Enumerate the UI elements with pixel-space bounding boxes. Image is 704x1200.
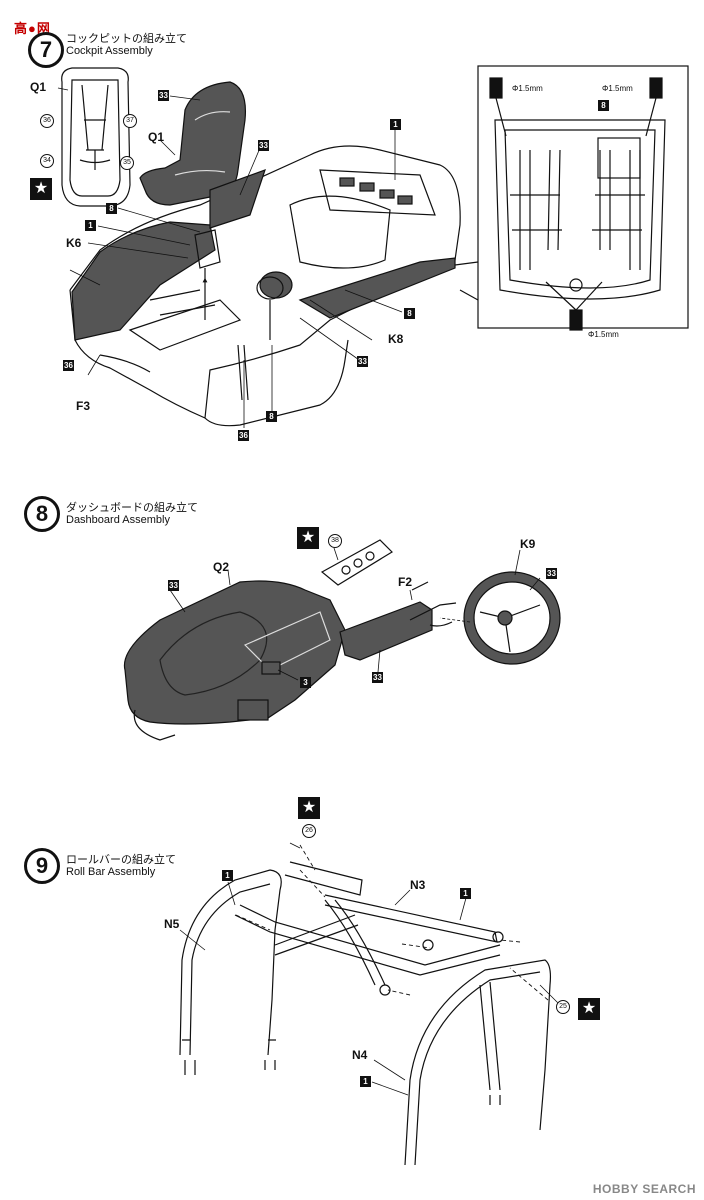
dashboard-detail	[133, 611, 331, 741]
step9-title-jp: ロールバーの組み立て	[66, 854, 176, 866]
color-box-8-bottom: 8	[266, 411, 277, 422]
color-box-33-floor: 33	[357, 356, 368, 367]
part-label-f2: F2	[398, 575, 413, 589]
steering-column-detail	[409, 581, 457, 627]
roll-bar	[179, 861, 552, 1166]
color-box-36-bottom: 36	[238, 430, 249, 441]
color-box-33-seat: 33	[158, 90, 169, 101]
cockpit-inner	[128, 169, 436, 401]
star-mark-icon: ★	[578, 998, 600, 1020]
color-box-8-lever: 8	[106, 203, 117, 214]
color-box-33-dash: 33	[168, 580, 179, 591]
color-box-8-floor: 8	[404, 308, 415, 319]
hole-dimension-bottom: Φ1.5mm	[588, 330, 619, 339]
star-mark-icon: ★	[298, 797, 320, 819]
part-label-n3: N3	[410, 878, 426, 892]
part-label-q1-inset: Q1	[30, 80, 47, 94]
color-box-1-n3: 1	[460, 888, 471, 899]
star-mark-icon: ★	[297, 527, 319, 549]
color-box-36-left: 36	[63, 360, 74, 371]
color-box-8-detail: 8	[598, 100, 609, 111]
decal-34-circle: 34	[40, 154, 54, 168]
part-label-k9: K9	[520, 537, 536, 551]
step7-title-jp: コックピットの組み立て	[66, 33, 187, 45]
color-box-1-lever: 1	[85, 220, 96, 231]
steering-wheel	[463, 571, 561, 665]
part-label-f3: F3	[76, 399, 91, 413]
color-box-33-side: 33	[258, 140, 269, 151]
steering-column	[339, 601, 433, 661]
step7-leaders	[57, 87, 403, 428]
floor-detail-inset	[454, 65, 689, 331]
star-mark-icon: ★	[30, 178, 52, 200]
color-box-1-main-hoop: 1	[222, 870, 233, 881]
step9-leaders	[179, 842, 561, 1096]
decal-36-circle: 36	[40, 114, 54, 128]
color-box-1-dash: 1	[390, 119, 401, 130]
racing-seat-detail	[174, 111, 231, 176]
cockpit-floor-shade	[71, 169, 456, 341]
step8-title-jp: ダッシュボードの組み立て	[66, 502, 198, 514]
color-box-33-column: 33	[372, 672, 383, 683]
gauge-pod	[320, 539, 393, 586]
color-box-33-wheel: 33	[546, 568, 557, 579]
part-label-q2: Q2	[213, 560, 230, 574]
step-number-9: 9	[24, 848, 60, 884]
color-box-3-dash: 3	[300, 677, 311, 688]
part-label-n4: N4	[352, 1048, 368, 1062]
part-label-n5: N5	[164, 917, 180, 931]
dashboard-body	[123, 580, 346, 725]
part-label-k6: K6	[66, 236, 82, 250]
color-box-1-n4: 1	[360, 1076, 371, 1087]
decal-37-circle: 37	[123, 114, 137, 128]
step-number-7: 7	[28, 32, 64, 68]
step8-leaders	[169, 547, 541, 681]
decal-35-circle: 35	[120, 156, 134, 170]
watermark-text: HOBBY SEARCH	[592, 1182, 696, 1196]
step7-title-en: Cockpit Assembly	[66, 45, 153, 57]
step-number-8: 8	[24, 496, 60, 532]
harness-seat-inset	[61, 67, 131, 207]
decal-38-circle: 38	[328, 534, 342, 548]
part-label-k8: K8	[388, 332, 404, 346]
decal-26-circle: 26	[302, 824, 316, 838]
decal-25-circle: 25	[556, 1000, 570, 1014]
hole-dimension-right: Φ1.5mm	[602, 84, 633, 93]
step8-title-en: Dashboard Assembly	[66, 514, 170, 526]
part-label-q1-seat: Q1	[148, 130, 165, 144]
hole-dimension-left: Φ1.5mm	[512, 84, 543, 93]
step9-title-en: Roll Bar Assembly	[66, 866, 156, 878]
step9-arrows	[235, 844, 549, 1001]
